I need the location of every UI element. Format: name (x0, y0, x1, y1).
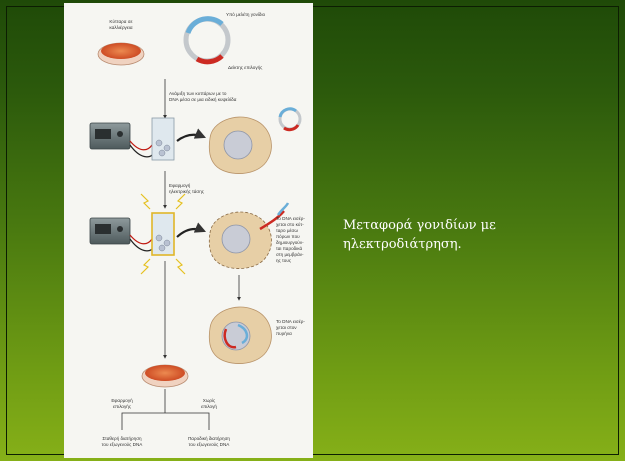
culture-label-1: Κύτταρα σε (109, 18, 132, 24)
transient-expression-label-1: Παροδική διατήρηση (188, 435, 230, 441)
gene-under-study-label: Υπό μελέτη γονίδιο (226, 11, 265, 17)
transient-expression-label-2: του εξωγενούς DNA (189, 441, 231, 448)
caption-line-1: Μεταφορά γονιδίων με (343, 216, 583, 235)
selection-marker-label: Δείκτης επιλογής (228, 64, 263, 70)
with-selection-label-2: επιλογής (113, 403, 132, 409)
culture-dish-bottom (142, 365, 188, 387)
dna-nucleus-label-3: πυρήνα (276, 330, 292, 336)
dna-entry-label-8: ης τους (276, 258, 292, 263)
culture-label-2: καλλιέργεια (109, 24, 133, 30)
cuvette-2 (152, 213, 174, 255)
electroporation-figure: Κύτταρα σε καλλιέργεια Υπό μελέτη γονίδι… (64, 3, 313, 458)
with-selection-label-1: Εφαρμογή (111, 397, 133, 403)
dna-entry-label-1: Το DNA εισέρ- (276, 215, 305, 221)
dna-entry-label-4: πόρων που (276, 233, 300, 239)
stable-expression-label-1: Σταθερή διατήρηση (102, 435, 142, 441)
caption-line-2: ηλεκτροδιάτρηση. (343, 235, 583, 254)
cell-3 (209, 307, 271, 364)
cuvette-1 (152, 118, 174, 160)
culture-dish (98, 43, 144, 65)
plasmid (186, 19, 228, 62)
power-supply-1 (90, 123, 130, 149)
mixing-label-2: DNA μέσα σε μια ειδική κυψελίδα (169, 96, 237, 102)
slide-caption: Μεταφορά γονιδίων με ηλεκτροδιάτρηση. (343, 216, 583, 254)
dna-entry-label-5: δημιουργούν- (276, 239, 304, 245)
dna-nucleus-label-2: χεται στον (276, 325, 297, 330)
mixing-label-1: Ανάμιξη των κυττάρων με το (169, 90, 227, 97)
plasmid-small-1 (280, 109, 300, 130)
electroporation-diagram: Κύτταρα σε καλλιέργεια Υπό μελέτη γονίδι… (64, 3, 313, 458)
stable-expression-label-2: του εξωγενούς DNA (102, 441, 144, 448)
dna-entry-label-3: ταρο μέσω (276, 227, 298, 233)
dna-entry-label-2: χεται στο κύτ- (276, 221, 304, 227)
without-selection-label-1: Χωρίς (203, 398, 216, 403)
dna-entry-label-7: στη μεμβράν- (276, 251, 304, 257)
cell-1 (209, 117, 271, 174)
without-selection-label-2: επιλογή (201, 403, 217, 409)
dna-nucleus-label-1: Το DNA εισέρ- (276, 318, 305, 324)
voltage-label-1: Εφαρμογή (169, 182, 191, 188)
power-supply-2 (90, 218, 130, 244)
dna-entry-label-6: ται παροδικά (276, 245, 302, 251)
voltage-label-2: ηλεκτρικής τάσης (169, 188, 205, 194)
